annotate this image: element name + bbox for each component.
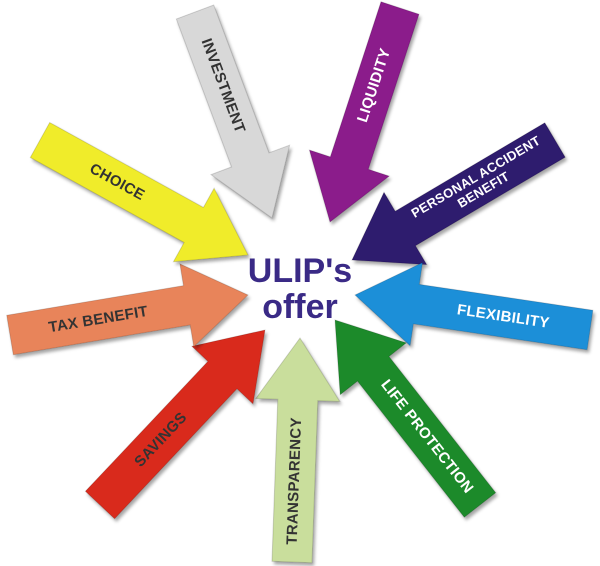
arrow-shape-tax-benefit <box>6 263 249 356</box>
arrow-shape-flexibility <box>354 261 594 351</box>
arrow-tax-benefit: TAX BENEFIT <box>6 263 249 356</box>
arrow-life-protection: LIFE PROTECTION <box>334 319 497 519</box>
center-line-2: offer <box>262 288 338 326</box>
arrow-shape-personal-accident-benefit <box>351 122 566 266</box>
arrow-personal-accident-benefit: PERSONAL ACCIDENTBENEFIT <box>351 122 566 266</box>
arrow-savings: SAVINGS <box>84 329 266 520</box>
arrow-investment: INVESTMENT <box>175 4 291 219</box>
arrow-label-transparency: TRANSPARENCY <box>284 417 305 545</box>
arrow-label-life-protection: LIFE PROTECTION <box>377 376 476 496</box>
arrow-shape-investment <box>175 4 291 219</box>
arrow-shape-choice <box>29 121 249 263</box>
arrow-shape-liquidity <box>308 1 420 223</box>
arrow-flexibility: FLEXIBILITY <box>354 261 594 351</box>
arrow-shape-transparency <box>254 337 341 564</box>
arrow-shape-life-protection <box>334 319 497 519</box>
center-label: ULIP's offer <box>248 252 352 326</box>
arrow-liquidity: LIQUIDITY <box>308 1 420 223</box>
arrow-shape-savings <box>84 329 266 520</box>
center-line-1: ULIP's <box>248 252 352 290</box>
arrow-transparency: TRANSPARENCY <box>254 337 341 564</box>
arrow-choice: CHOICE <box>29 121 249 263</box>
